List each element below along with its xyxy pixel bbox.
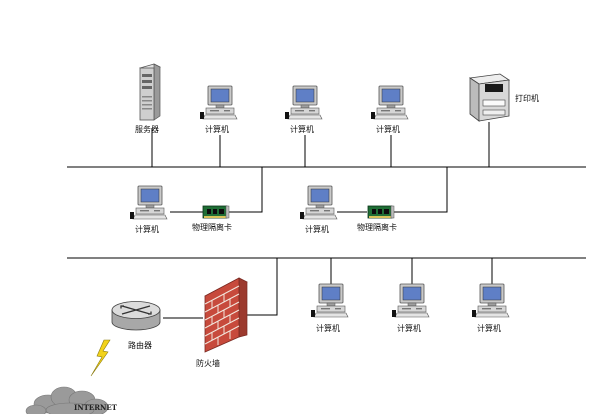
computer-icon <box>199 85 238 120</box>
computer-icon <box>391 283 430 318</box>
computer-label: 计算机 <box>316 323 340 333</box>
isolation-card-1: 物理隔离卡 <box>192 205 232 232</box>
computer-label: 计算机 <box>477 323 501 333</box>
computer-label: 计算机 <box>205 124 229 134</box>
computer-mid-1: 计算机 <box>129 185 168 234</box>
server-icon <box>139 63 161 121</box>
network-card-icon <box>202 205 230 219</box>
internet-cloud: INTERNET <box>25 386 118 414</box>
computer-label: 计算机 <box>305 224 329 234</box>
computer-bottom-2: 计算机 <box>391 283 430 333</box>
lightning-icon <box>90 339 111 377</box>
firewall-label: 防火墙 <box>196 358 220 368</box>
computer-label: 计算机 <box>135 224 159 234</box>
computer-icon <box>284 85 323 120</box>
computer-icon <box>370 85 409 120</box>
network-cables <box>67 122 586 319</box>
computer-icon <box>471 283 510 318</box>
computer-icon <box>129 185 168 220</box>
cloud-icon <box>25 386 109 414</box>
router-label: 路由器 <box>128 340 152 350</box>
computer-mid-2: 计算机 <box>299 185 338 234</box>
internet-label: INTERNET <box>74 403 118 412</box>
printer-label: 打印机 <box>515 93 539 103</box>
server-label: 服务器 <box>135 124 159 134</box>
computer-top-3: 计算机 <box>370 85 409 134</box>
computer-top-1: 计算机 <box>199 85 238 134</box>
firewall-device: 防火墙 <box>196 277 248 368</box>
computer-bottom-1: 计算机 <box>310 283 349 333</box>
computer-top-2: 计算机 <box>284 85 323 134</box>
printer-icon <box>468 73 511 122</box>
computer-icon <box>310 283 349 318</box>
computer-label: 计算机 <box>376 124 400 134</box>
router-icon <box>111 301 161 331</box>
computer-label: 计算机 <box>397 323 421 333</box>
isolation-card-2: 物理隔离卡 <box>357 205 397 232</box>
isolation-card-label: 物理隔离卡 <box>357 222 397 232</box>
computer-label: 计算机 <box>290 124 314 134</box>
router-device: 路由器 <box>111 301 161 350</box>
network-card-icon <box>367 205 395 219</box>
server-device: 服务器 <box>135 63 161 134</box>
computer-icon <box>299 185 338 220</box>
computer-bottom-3: 计算机 <box>471 283 510 333</box>
firewall-icon <box>204 277 248 353</box>
printer-device: 打印机 <box>468 73 539 122</box>
isolation-card-label: 物理隔离卡 <box>192 222 232 232</box>
